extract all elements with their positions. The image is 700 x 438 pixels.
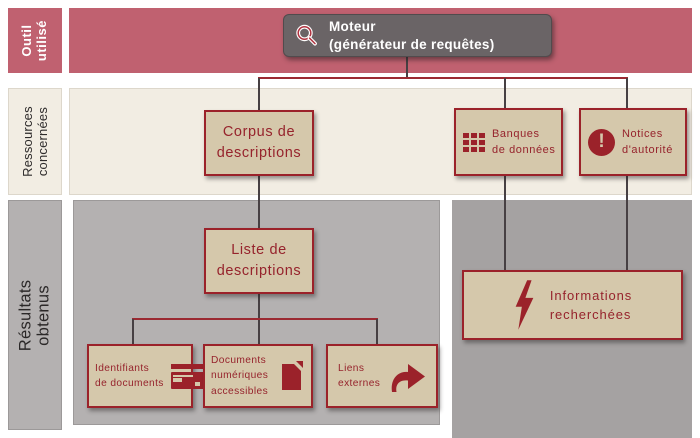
moteur-label: Moteur (générateur de requêtes) — [329, 18, 495, 52]
document-icon — [282, 361, 303, 391]
connector-banques-top — [504, 78, 506, 109]
connector-moteur-down — [406, 57, 408, 79]
connector-identifiants-top — [132, 319, 134, 345]
external-link-arrow-icon — [391, 363, 426, 392]
moteur-node: Moteur (générateur de requêtes) — [283, 14, 552, 57]
connector-banques-informations — [504, 175, 506, 271]
id-card-icon — [170, 363, 204, 389]
connector-liens-top — [376, 319, 378, 345]
magnifier-icon — [296, 24, 317, 46]
alert-icon: ! — [588, 128, 615, 156]
lightning-icon — [515, 280, 534, 330]
grid-icon — [463, 132, 485, 152]
connector-notices-top — [626, 78, 628, 109]
connector-corpus-liste — [258, 175, 260, 229]
connector-resources-bus — [258, 77, 628, 79]
connector-notices-informations — [626, 175, 628, 271]
connector-corpus-top — [258, 78, 260, 111]
connector-results-bus — [132, 318, 378, 320]
